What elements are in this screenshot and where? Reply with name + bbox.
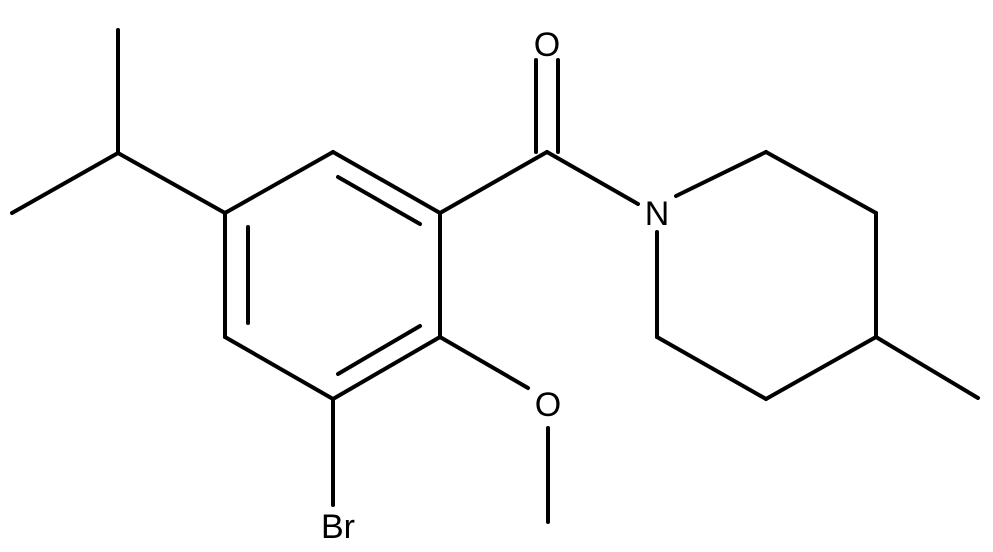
- bond-isopropyl-ch-to-methyl-left: [10, 151, 120, 215]
- bond-ring-c2-c3-inner: [336, 324, 422, 376]
- bond-isopropyl-ch-to-ring: [116, 151, 227, 215]
- bond-carbonyl-c-to-n: [545, 150, 640, 206]
- bond-pip-c2-c3: [764, 150, 878, 215]
- bond-ring-to-methoxy-o: [438, 335, 530, 390]
- nitrogen-label: N: [645, 195, 670, 233]
- bond-pip-c5-c6: [655, 335, 768, 401]
- bond-ring-c6-c1: [331, 150, 442, 215]
- bond-pip-c4-c5: [764, 335, 878, 401]
- bond-ring-c5-c6: [223, 150, 335, 215]
- bond-ring-c3-c4: [223, 335, 335, 401]
- bromine-label: Br: [321, 508, 355, 546]
- bond-ring-c6-c1-inner: [336, 175, 422, 226]
- bond-ring-to-carbonyl-c: [438, 150, 549, 215]
- bond-pip-c4-to-methyl: [874, 335, 980, 400]
- carbonyl-oxygen-label: O: [534, 26, 560, 64]
- bond-n-to-c2-pip: [674, 150, 768, 198]
- methoxy-oxygen-label: O: [535, 386, 561, 424]
- bond-ring-c2-c3: [331, 335, 442, 401]
